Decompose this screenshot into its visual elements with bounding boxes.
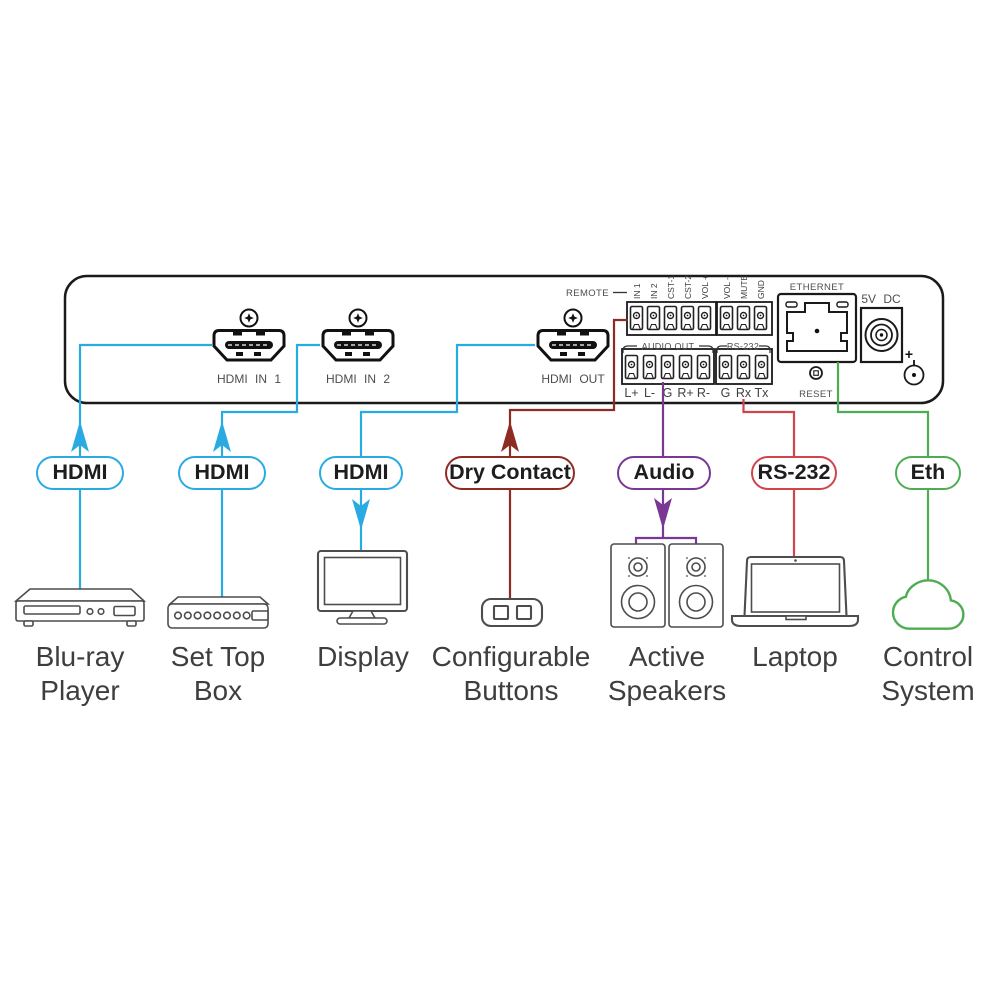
remote-label: REMOTE [566, 288, 609, 299]
rs232-bracket [716, 345, 727, 353]
hdmi-in-1-cable [78, 343, 212, 590]
power-label: 5V DC [861, 292, 901, 306]
control-system-label: Control System [881, 640, 974, 708]
dry-contact-pill: Dry Contact [445, 456, 575, 490]
hdmi-3-pill: HDMI [319, 456, 403, 490]
remote-pin-label: GND [756, 280, 766, 299]
eth-pill: Eth [895, 456, 961, 490]
active-speakers-icon [610, 543, 724, 628]
polarity-label: + [905, 346, 913, 362]
label-line: Laptop [752, 641, 838, 672]
rs232-pin-label: G [721, 386, 731, 400]
remote-pin-label: VOL + [700, 275, 710, 299]
reset-label: RESET [799, 389, 833, 400]
arrow-down-icon [654, 498, 672, 529]
audio-out-bracket [622, 345, 637, 353]
ethernet-port [776, 292, 858, 364]
label-line: Player [40, 675, 120, 706]
rs232-terminal-block [715, 348, 773, 385]
arrow-up-icon [71, 421, 89, 452]
audio-out-bracket [699, 345, 714, 353]
arrow-down-icon [352, 499, 370, 530]
laptop-label: Laptop [752, 640, 838, 674]
audio-pin-label: L+ [624, 386, 638, 400]
remote-pin-label: MUTE [739, 275, 749, 299]
remote-pin-label: CST-2 [683, 275, 693, 299]
set-top-box-icon [167, 596, 271, 629]
configurable-buttons-icon [480, 597, 544, 628]
remote-terminal-block [626, 301, 773, 336]
arrow-up-icon [501, 421, 519, 452]
remote-pin-label: IN 1 [632, 283, 642, 299]
audio-splitter-bracket [634, 536, 698, 545]
label-line: Buttons [463, 675, 559, 706]
display-icon [316, 549, 409, 625]
audio-out-terminal-block [621, 348, 715, 385]
switcher-rear-panel: HDMI IN 1 HDMI IN 2 HDMI OUT REMOTE ETHE… [63, 275, 945, 405]
label-line: Active [628, 641, 706, 672]
rs232-pill: RS-232 [751, 456, 837, 490]
bluray-player-label: Blu-ray Player [36, 640, 125, 708]
remote-pin-label: VOL - [722, 277, 732, 299]
active-speakers-label: Active Speakers [608, 640, 726, 708]
hdmi-1-pill: HDMI [36, 456, 124, 490]
audio-pill: Audio [617, 456, 711, 490]
hdmi-out-label: HDMI OUT [541, 372, 605, 386]
audio-out-label: AUDIO OUT [642, 342, 695, 352]
label-line: Control [882, 641, 974, 672]
eth-cable [836, 362, 930, 584]
arrow-up-icon [213, 421, 231, 452]
label-line: Configurable [431, 641, 591, 672]
remote-pin-label: IN 2 [649, 283, 659, 299]
rs232-pin-label: Tx [755, 386, 770, 400]
hdmi-in-1-label: HDMI IN 1 [217, 372, 281, 386]
hdmi-in-2-label: HDMI IN 2 [326, 372, 390, 386]
display-label: Display [317, 640, 409, 674]
control-system-cloud-icon [891, 579, 965, 630]
audio-pin-label: L- [644, 386, 655, 400]
remote-pin-label: CST-1 [666, 275, 676, 299]
label-line: System [881, 675, 975, 706]
configurable-buttons-label: Configurable Buttons [432, 640, 591, 708]
label-line: Speakers [607, 675, 727, 706]
power-jack [859, 306, 904, 364]
label-line: Blu-ray [35, 641, 125, 672]
set-top-box-label: Set Top Box [171, 640, 265, 708]
ethernet-label: ETHERNET [790, 282, 844, 293]
bluray-player-icon [13, 588, 147, 627]
audio-pin-label: R+ [677, 386, 693, 400]
rs232-pin-label: Rx [736, 386, 752, 400]
audio-pin-label: R- [697, 386, 710, 400]
rs232-label: RS-232 [727, 342, 759, 352]
label-line: Set Top [170, 641, 266, 672]
polarity-ground-symbol [903, 360, 925, 386]
audio-pin-label: G [663, 386, 673, 400]
hdmi-2-pill: HDMI [178, 456, 266, 490]
label-line: Display [317, 641, 409, 672]
laptop-icon [730, 555, 860, 628]
rs232-bracket [759, 345, 771, 353]
reset-button [809, 366, 823, 380]
label-line: Box [193, 675, 243, 706]
